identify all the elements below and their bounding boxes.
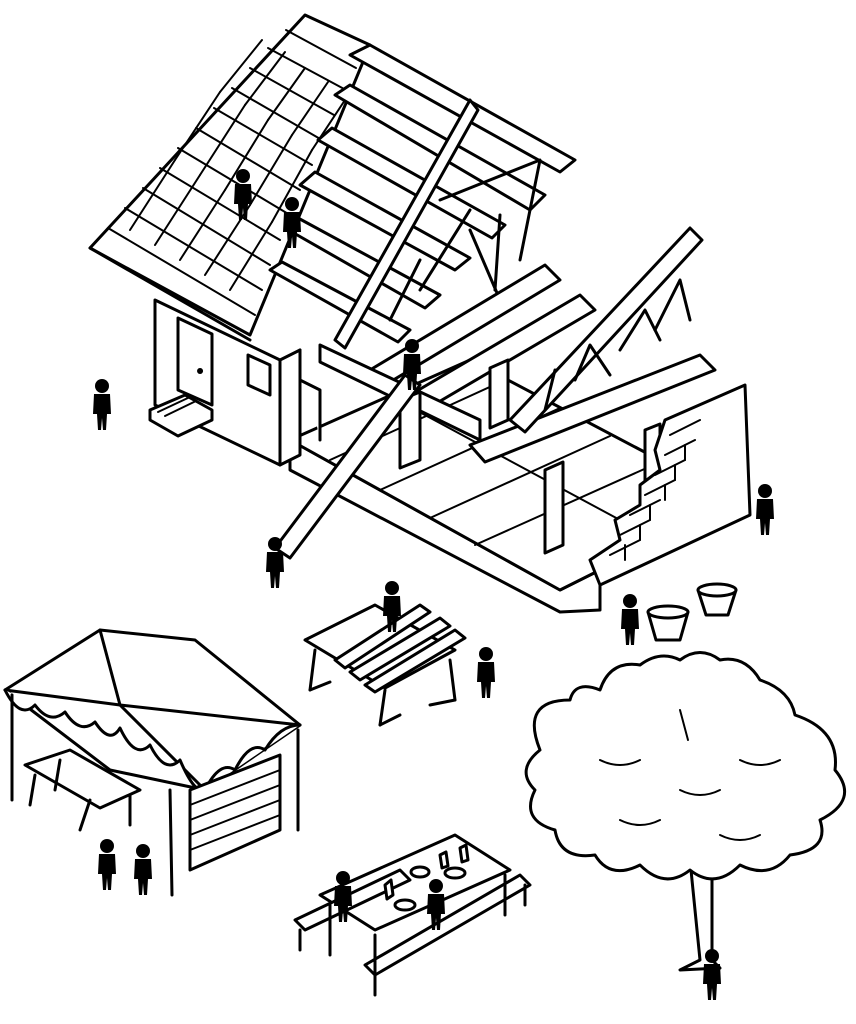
buckets <box>646 582 738 642</box>
workbench-with-planks <box>303 603 467 727</box>
brick-wall <box>588 383 752 587</box>
house-under-construction <box>88 13 752 614</box>
roof-truss-right <box>508 226 704 434</box>
house-wall-front <box>148 298 322 467</box>
tree <box>524 651 846 972</box>
tiled-roof <box>88 13 372 342</box>
picnic-table <box>293 833 532 997</box>
long-plank <box>273 373 422 560</box>
party-tent <box>3 628 302 897</box>
roof-rafters <box>268 43 577 350</box>
